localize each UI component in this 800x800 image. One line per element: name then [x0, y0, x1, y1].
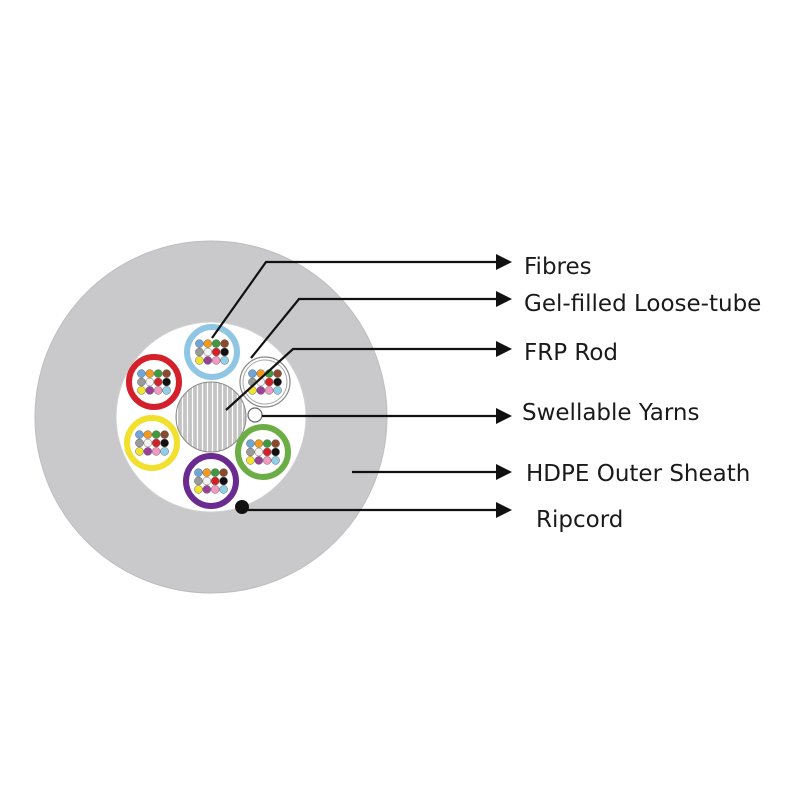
fibre — [160, 430, 169, 439]
fibre — [210, 485, 220, 494]
fibre — [246, 456, 255, 465]
fibre — [162, 369, 171, 378]
outer-sheath-arrowhead — [496, 464, 512, 480]
fibre — [271, 456, 280, 465]
fibre — [254, 447, 264, 457]
fibre — [203, 356, 213, 365]
fibre — [162, 386, 171, 395]
fibre — [202, 468, 212, 477]
fibre — [202, 485, 212, 494]
loose-tube-blue — [184, 324, 240, 380]
loose-tubes-group — [124, 324, 291, 509]
fibre — [248, 369, 257, 378]
fibre — [273, 386, 282, 395]
frp-rod-label: FRP Rod — [524, 340, 618, 366]
fibre — [271, 447, 280, 457]
leader-lines — [211, 260, 500, 512]
fibre — [271, 439, 280, 448]
fibre — [153, 386, 163, 395]
fibre — [135, 438, 144, 448]
fibre — [273, 369, 282, 378]
fibre — [145, 369, 155, 378]
fibre — [211, 347, 221, 357]
fibre — [145, 377, 155, 387]
fibre — [143, 438, 153, 448]
fibre — [151, 438, 161, 448]
loose-tube-inner-ring — [242, 359, 288, 405]
loose-tube-red — [126, 354, 182, 410]
fibre — [219, 468, 228, 477]
fibre — [246, 447, 255, 457]
frp-rod — [175, 381, 247, 453]
fibre — [151, 447, 161, 456]
fibre — [273, 377, 282, 387]
fibre — [195, 339, 204, 348]
fibre — [153, 369, 163, 378]
fibre — [203, 347, 213, 357]
fibre — [143, 430, 153, 439]
fibre — [160, 447, 169, 456]
fibre — [137, 377, 146, 387]
fibre — [264, 386, 274, 395]
fibre — [162, 377, 171, 387]
fibres-leader-line — [211, 260, 500, 339]
ripcord-label: Ripcord — [536, 507, 623, 533]
fibre — [137, 386, 146, 395]
fibre — [195, 347, 204, 357]
fibre — [262, 447, 272, 457]
fibre — [160, 438, 169, 448]
fibre — [264, 377, 274, 387]
fibre — [219, 476, 228, 486]
fibre — [153, 377, 163, 387]
fibre — [194, 476, 203, 486]
arrowheads — [496, 254, 512, 518]
swellable-yarns-arrowhead — [496, 408, 512, 424]
frp-rod-leader-line — [225, 347, 500, 411]
loose-tube-leader-line — [250, 297, 500, 359]
loose-tube-arrowhead — [496, 291, 512, 307]
fibre — [220, 356, 229, 365]
fibre — [151, 430, 161, 439]
fibre — [254, 456, 264, 465]
fibre — [210, 468, 220, 477]
ripcord-arrowhead — [496, 502, 512, 518]
fibre — [211, 339, 221, 348]
fibres-arrowhead — [496, 254, 512, 270]
loose-tube-white — [239, 356, 291, 408]
fibre — [143, 447, 153, 456]
fibre — [210, 476, 220, 486]
swellable-yarn — [247, 407, 263, 423]
fibre — [254, 439, 264, 448]
loose-tube-yellow — [124, 415, 180, 471]
fibre — [262, 456, 272, 465]
fibre — [135, 447, 144, 456]
fibre — [195, 356, 204, 365]
fibre — [246, 439, 255, 448]
frp-rod-arrowhead — [496, 341, 512, 357]
fibre — [194, 485, 203, 494]
fibre — [256, 386, 266, 395]
fibre — [203, 339, 213, 348]
fibres-label: Fibres — [524, 254, 592, 280]
ripcord-dot — [235, 500, 249, 514]
loose-tube-green — [235, 424, 291, 480]
fibre — [219, 485, 228, 494]
fibre — [211, 356, 221, 365]
fibre — [202, 476, 212, 486]
swellable-yarns-label: Swellable Yarns — [522, 400, 699, 426]
fibre — [145, 386, 155, 395]
fibre — [262, 439, 272, 448]
outer-sheath-label: HDPE Outer Sheath — [526, 461, 750, 487]
loose-tube-violet — [183, 453, 239, 509]
fibre — [220, 347, 229, 357]
fibre — [194, 468, 203, 477]
fibre — [137, 369, 146, 378]
fibre — [220, 339, 229, 348]
loose-tube-label: Gel-filled Loose-tube — [524, 291, 761, 317]
fibre — [135, 430, 144, 439]
